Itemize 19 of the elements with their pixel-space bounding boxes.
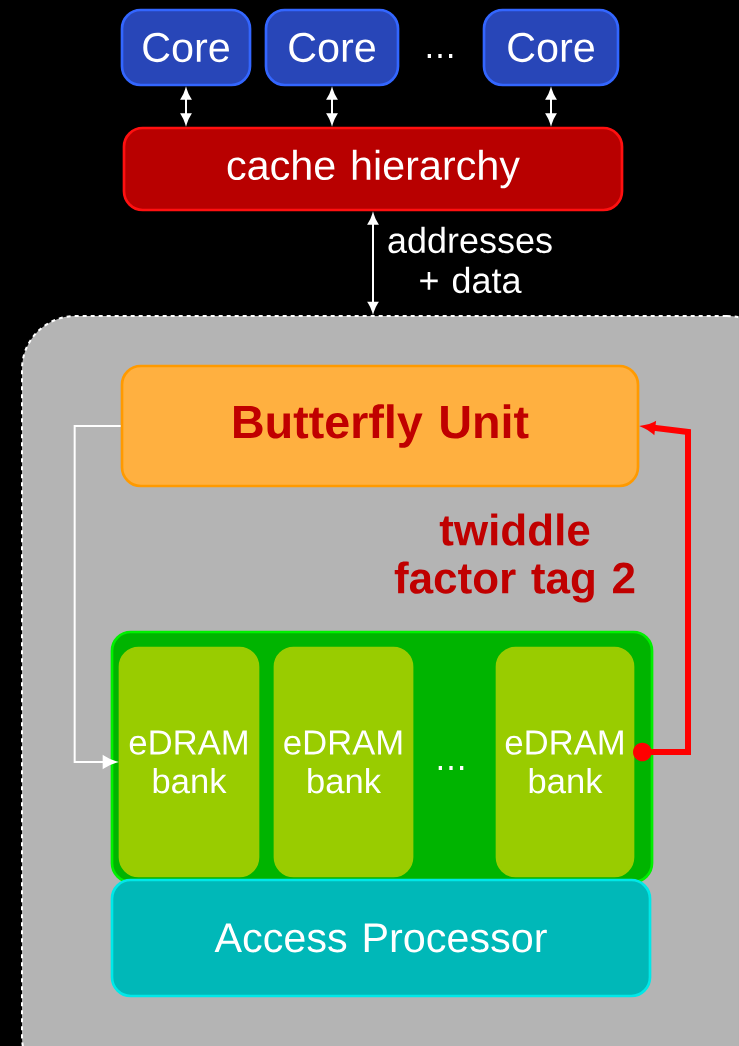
ellipsis: ⋯ — [427, 54, 453, 58]
butterfly-unit-box: Butterfly Unit — [120, 364, 640, 488]
core-box: Core — [482, 8, 620, 87]
edge-label: addresses + data — [388, 226, 552, 294]
bank-box: eDRAM bank — [495, 646, 635, 878]
core-box: Core — [264, 8, 400, 87]
edge-label: twiddle factor tag 2 — [394, 513, 635, 603]
core-box: Core — [120, 8, 252, 87]
arrow — [367, 213, 379, 313]
ellipsis: ⋯ — [438, 766, 464, 770]
arrow — [633, 421, 691, 762]
arrow — [73, 425, 122, 769]
arrow — [180, 88, 192, 125]
access-processor-box: Access Processor — [110, 878, 652, 998]
arrow — [326, 88, 338, 125]
arrow — [545, 88, 557, 125]
bank-box: eDRAM bank — [273, 646, 414, 878]
cache-box: cache hierarchy — [122, 126, 624, 212]
bank-box: eDRAM bank — [118, 646, 260, 878]
